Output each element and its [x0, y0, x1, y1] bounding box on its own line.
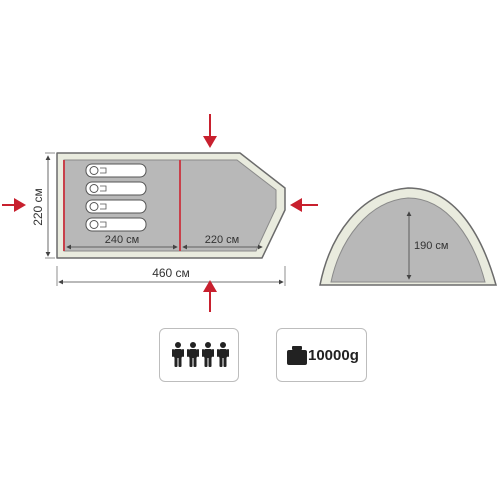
height-label: 190 см: [414, 240, 448, 252]
entrance-arrow-right: [290, 198, 318, 212]
entrance-arrow-top: [203, 114, 217, 148]
person-icon: [187, 342, 199, 367]
sleeping-area-label: 240 см: [105, 234, 139, 246]
floor-plan: 240 см 220 см 220 см 460 см: [2, 114, 318, 312]
person-icon: [172, 342, 184, 367]
sleeping-bag: [85, 199, 147, 214]
vestibule-label: 220 см: [205, 234, 239, 246]
entrance-arrow-left: [2, 198, 26, 212]
sleeping-bag: [85, 217, 147, 232]
tent-profile-inner: [330, 197, 486, 283]
sleeping-bag: [85, 163, 147, 178]
side-view: 190 см: [319, 187, 497, 286]
weight-icon: [287, 346, 307, 365]
persons-icons: [172, 342, 229, 367]
entrance-arrows: [2, 114, 318, 312]
capacity-box: [159, 328, 239, 382]
sleeping-bags: [85, 163, 147, 232]
person-icon: [217, 342, 229, 367]
length-label: 460 см: [152, 266, 190, 280]
person-icon: [202, 342, 214, 367]
weight-label: 10000g: [308, 347, 359, 364]
weight-box: 10000g: [276, 328, 367, 382]
width-label: 220 см: [31, 188, 45, 226]
entrance-arrow-bottom: [203, 280, 217, 312]
sleeping-bag: [85, 181, 147, 196]
